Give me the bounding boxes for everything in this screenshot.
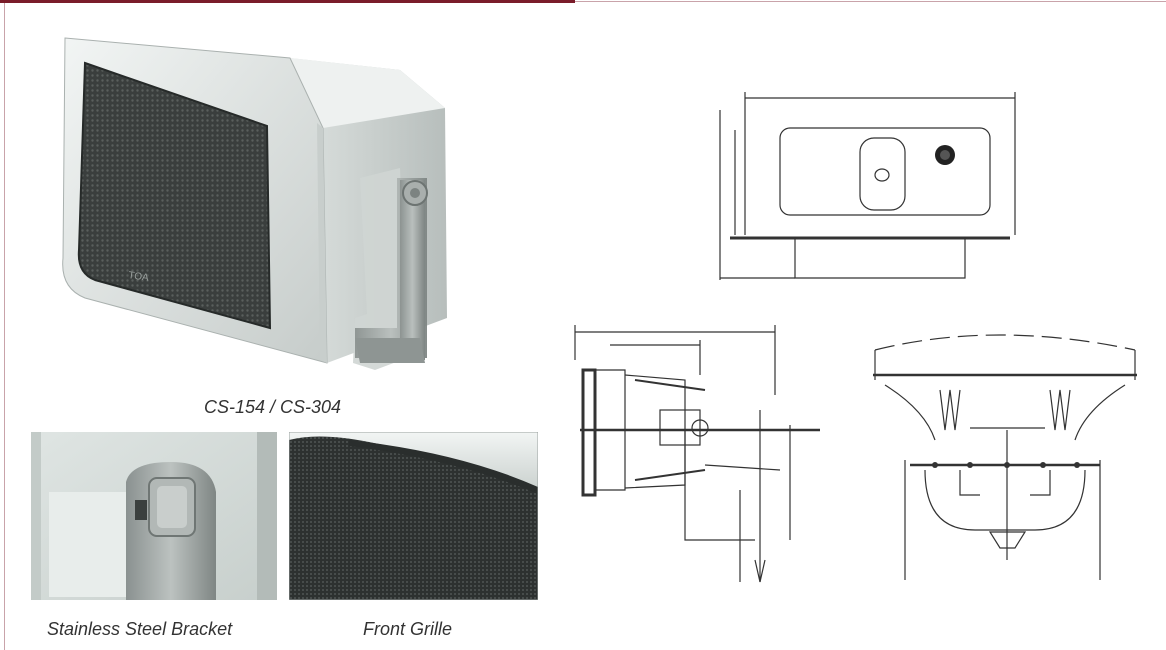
front-view-drawing: [719, 92, 1016, 280]
grille-closeup-photo: [289, 432, 538, 600]
header-accent-rule: [0, 0, 575, 3]
main-product-caption: CS-154 / CS-304: [204, 397, 342, 417]
bracket-closeup-photo: [31, 432, 277, 600]
top-view-drawing: [873, 334, 1137, 580]
brand-logo: TOA: [128, 270, 150, 284]
speaker-photo: TOA: [62, 37, 447, 370]
grille-caption: Front Grille: [363, 619, 453, 639]
bracket-caption: Stainless Steel Bracket: [47, 619, 233, 639]
header-thin-rule: [575, 1, 1166, 2]
left-margin-rule: [4, 3, 5, 650]
side-view-drawing: [574, 325, 820, 583]
